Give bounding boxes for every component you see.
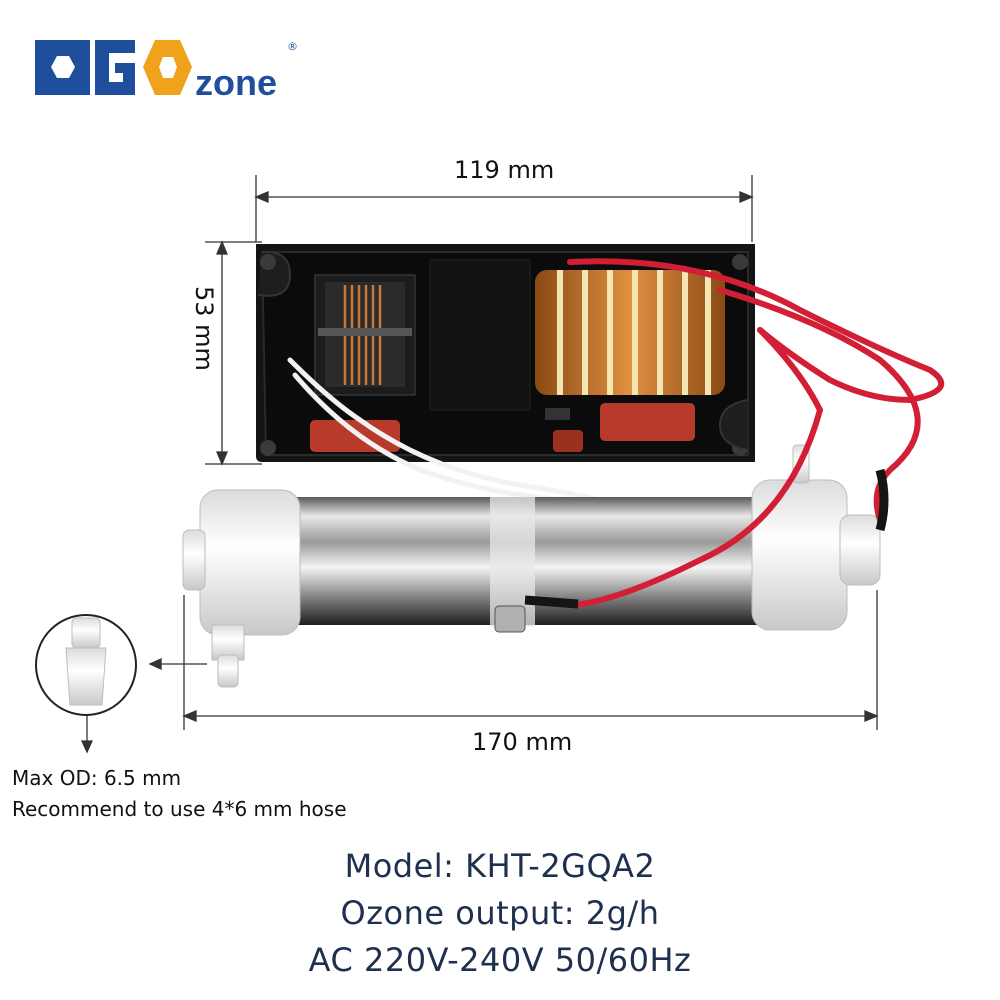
- model-spec: Model: KHT-2GQA2: [344, 847, 656, 885]
- power-supply-housing: [256, 244, 755, 462]
- svg-text:®: ®: [287, 40, 298, 53]
- white-wires: [287, 357, 603, 503]
- power-spec: AC 220V-240V 50/60Hz: [308, 941, 692, 979]
- wire-sleeve: [875, 468, 889, 532]
- high-voltage-coil: [535, 270, 725, 395]
- ozone-output-spec: Ozone output: 2g/h: [340, 894, 660, 932]
- length-dimension-label: 170 mm: [472, 728, 573, 756]
- max-od-note: Max OD: 6.5 mm: [12, 766, 182, 790]
- nozzle-detail: [35, 614, 137, 716]
- height-dimension-label: 53 mm: [190, 286, 218, 371]
- ozone-tube: [182, 444, 881, 688]
- svg-text:zone: zone: [195, 62, 277, 103]
- transformer: [314, 274, 416, 396]
- hose-recommendation-note: Recommend to use 4*6 mm hose: [12, 797, 347, 821]
- width-dimension-label: 119 mm: [454, 156, 555, 184]
- ogozone-logo: zone ®: [35, 40, 298, 103]
- dimension-lines: [80, 175, 879, 754]
